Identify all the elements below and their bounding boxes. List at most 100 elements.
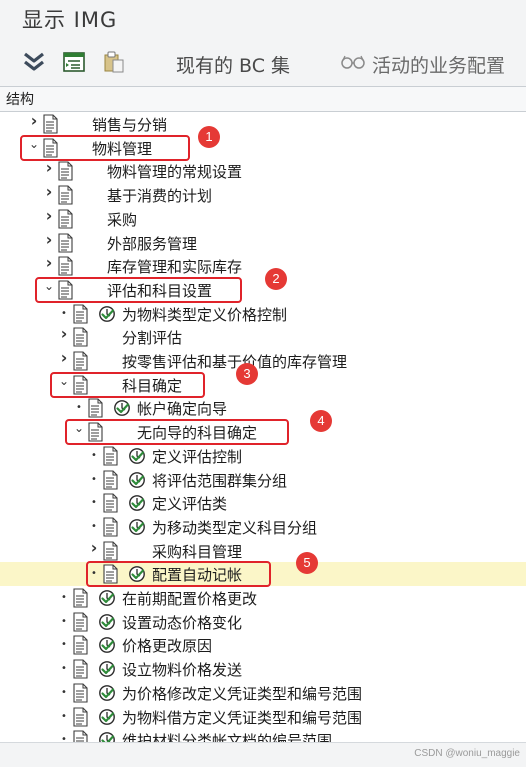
title-bar: 显示 IMG — [0, 0, 526, 38]
watermark: CSDN @woniu_maggie — [414, 748, 520, 759]
leaf-bullet-icon: • — [61, 592, 67, 603]
expander-closed-icon[interactable]: › — [30, 111, 38, 130]
annotation-highlight-box — [65, 419, 289, 446]
annotation-number-badge: 5 — [296, 552, 318, 575]
expander-closed-icon[interactable]: › — [60, 348, 68, 367]
activity-config-button[interactable]: 活动的业务配置 — [372, 55, 506, 77]
tree-row[interactable]: •定义评估类 — [0, 491, 526, 515]
document-icon — [72, 351, 90, 371]
status-bar: CSDN @woniu_maggie — [0, 742, 526, 767]
toolbar: 现有的 BC 集 活动的业务配置 — [0, 38, 526, 86]
document-icon — [102, 517, 120, 537]
annotation-number-badge: 4 — [310, 410, 332, 433]
expander-closed-icon[interactable]: › — [60, 324, 68, 344]
tree-row-label: 基于消费的计划 — [107, 187, 213, 206]
expander-closed-icon[interactable]: › — [45, 253, 53, 273]
expander-closed-icon[interactable]: › — [45, 182, 53, 202]
tree-row[interactable]: •维护材料分类帐文档的编号范围 — [0, 728, 526, 742]
expander-closed-icon[interactable]: › — [45, 158, 53, 178]
expander-open-icon[interactable]: ⌄ — [43, 278, 55, 293]
document-icon — [72, 327, 90, 347]
leaf-bullet-icon: • — [61, 639, 67, 651]
document-icon — [57, 185, 75, 205]
execute-activity-icon[interactable] — [128, 471, 146, 489]
tree-row-label: 采购科目管理 — [152, 542, 243, 561]
leaf-bullet-icon: • — [61, 663, 67, 675]
tree-row[interactable]: › 基于消费的计划 — [0, 183, 526, 207]
tree-structure-icon[interactable] — [62, 50, 86, 74]
window-title: 显示 IMG — [22, 8, 118, 32]
execute-activity-icon[interactable] — [98, 708, 116, 726]
tree-row-label: 设置动态价格变化 — [122, 613, 243, 632]
annotation-number-badge: 3 — [236, 362, 258, 385]
tree-row[interactable]: ›库存管理和实际库存 — [0, 254, 526, 278]
tree-row[interactable]: ⌄ 科目确定 — [0, 373, 526, 397]
expander-closed-icon[interactable]: › — [90, 537, 98, 557]
tree-row-label: 帐户确定向导 — [137, 400, 228, 419]
expander-closed-icon[interactable]: › — [45, 229, 53, 249]
tree-row[interactable]: •为物料类型定义价格控制 — [0, 302, 526, 326]
clipboard-icon[interactable] — [102, 50, 126, 74]
document-icon — [72, 683, 90, 703]
tree-row[interactable]: •帐户确定向导 — [0, 396, 526, 420]
document-icon — [57, 256, 75, 276]
expander-open-icon[interactable]: ⌄ — [73, 421, 85, 436]
leaf-bullet-icon: • — [91, 520, 97, 532]
tree-row[interactable]: •为物料借方定义凭证类型和编号范围 — [0, 705, 526, 729]
execute-activity-icon[interactable] — [128, 518, 146, 536]
tree-row[interactable]: › 分割评估 — [0, 325, 526, 349]
execute-activity-icon[interactable] — [98, 660, 116, 678]
glasses-icon — [341, 55, 365, 69]
tree-row[interactable]: •为价格修改定义凭证类型和编号范围 — [0, 681, 526, 705]
document-icon — [42, 138, 60, 158]
tree-row[interactable]: ›销售与分销 — [0, 112, 526, 136]
tree-row-label: 科目确定 — [122, 376, 183, 395]
tree-row-label: 为价格修改定义凭证类型和编号范围 — [122, 684, 363, 703]
leaf-bullet-icon: • — [91, 568, 97, 580]
document-icon — [72, 706, 90, 727]
tree-row[interactable]: ⌄无向导的科目确定 — [0, 420, 526, 444]
tree-row[interactable]: •设置动态价格变化 — [0, 610, 526, 634]
tree-row[interactable]: ›物料管理的常规设置 — [0, 159, 526, 183]
double-chevron-down-icon[interactable] — [22, 50, 46, 74]
tree-row-label: 配置自动记帐 — [152, 566, 243, 585]
tree-row[interactable]: ⌄评估和科目设置 — [0, 278, 526, 302]
tree-row[interactable]: › 采购科目管理 — [0, 539, 526, 563]
execute-activity-icon[interactable] — [98, 589, 116, 607]
annotation-number-badge: 2 — [265, 267, 287, 290]
expander-open-icon[interactable]: ⌄ — [58, 373, 70, 388]
tree-row[interactable]: ›按零售评估和基于价值的库存管理 — [0, 349, 526, 373]
expander-closed-icon[interactable]: › — [45, 205, 53, 225]
tree-row[interactable]: • 定义评估控制 — [0, 444, 526, 468]
execute-activity-icon[interactable] — [128, 494, 146, 512]
execute-activity-icon[interactable] — [113, 399, 131, 417]
tree-row[interactable]: ›采购 — [0, 207, 526, 231]
tree-row[interactable]: •将评估范围群集分组 — [0, 468, 526, 492]
tree-row[interactable]: ⌄物料管理 — [0, 136, 526, 160]
annotation-number-badge: 1 — [198, 125, 220, 148]
tree-row[interactable]: •在前期配置价格更改 — [0, 586, 526, 610]
execute-activity-icon[interactable] — [98, 684, 116, 702]
execute-activity-icon[interactable] — [128, 565, 146, 583]
tree-row[interactable]: •价格更改原因 — [0, 633, 526, 657]
bc-sets-button[interactable]: 现有的 BC 集 — [176, 55, 291, 77]
tree-row-label: 定义评估类 — [152, 495, 228, 514]
execute-activity-icon[interactable] — [128, 447, 146, 465]
document-icon — [102, 541, 120, 561]
annotation-highlight-box — [35, 276, 242, 303]
execute-activity-icon[interactable] — [98, 636, 116, 654]
tree-row-label: 定义评估控制 — [152, 447, 243, 466]
tree-row[interactable]: •为移动类型定义科目分组 — [0, 515, 526, 539]
execute-activity-icon[interactable] — [98, 613, 116, 631]
document-icon — [57, 280, 75, 300]
tree-row[interactable]: •设立物料价格发送 — [0, 657, 526, 681]
document-icon — [72, 588, 90, 608]
tree-row[interactable]: ›外部服务管理 — [0, 231, 526, 255]
execute-activity-icon[interactable] — [98, 731, 116, 742]
tree-row-label: 分割评估 — [122, 329, 183, 348]
document-icon — [102, 469, 120, 490]
leaf-bullet-icon: • — [91, 449, 97, 461]
expander-open-icon[interactable]: ⌄ — [28, 136, 40, 151]
document-icon — [57, 161, 75, 181]
execute-activity-icon[interactable] — [98, 305, 116, 323]
